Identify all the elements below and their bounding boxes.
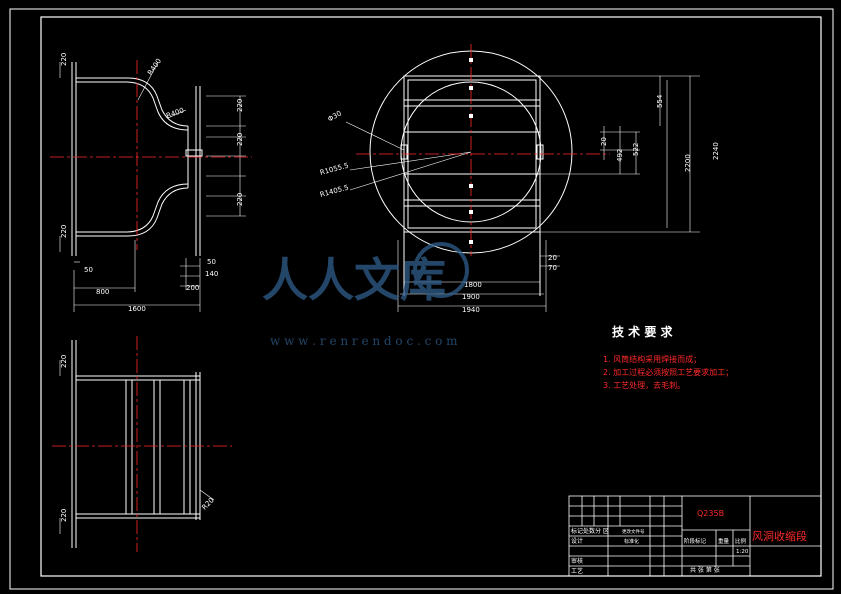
stage-label: 阶段标记 [684, 537, 707, 545]
tech-item-3: 3. 工艺处理，去毛刺。 [603, 380, 685, 390]
side-view-center-dots [469, 58, 473, 244]
title-row-2: 设计 [571, 537, 583, 545]
weight-label: 重量 [718, 537, 730, 545]
scale-label: 比例 [735, 537, 747, 545]
dim-1900: 1900 [462, 293, 480, 301]
title-block [568, 495, 822, 577]
dim-top-view-top: 220 [60, 355, 68, 368]
dim-1800: 1800 [464, 281, 482, 289]
watermark-url: w w w . r e n r e n d o c . c o m [270, 334, 458, 348]
material: Q235B [697, 509, 724, 518]
sheets: 共 张 第 张 [690, 566, 720, 574]
top-view-centerlines [52, 336, 232, 552]
dim-r1405: R1405.5 [319, 184, 349, 199]
dim-70: 70 [548, 264, 557, 272]
watermark: 人人文库 w w w . r e n r e n d o c . c o m [262, 242, 469, 348]
scale-value: 1:20 [736, 549, 749, 555]
dim-radius-mid: R400 [165, 106, 185, 120]
dim-1940: 1940 [462, 306, 480, 314]
part-name: 风洞收缩段 [752, 529, 807, 543]
dim-20: 20 [600, 137, 608, 146]
tech-item-2: 2. 加工过程必须按照工艺要求加工； [603, 367, 733, 377]
dim-554: 554 [656, 94, 664, 108]
dim-50b: 50 [207, 258, 216, 266]
dim-2200: 2200 [684, 154, 692, 172]
dim-top-view-bottom: 220 [60, 509, 68, 522]
outer-frame [9, 8, 834, 590]
front-view-dims: 220 220 R400 R400 220 220 220 50 50 140 … [60, 53, 244, 313]
mark-a: 更改文件号 [622, 528, 645, 535]
dim-140: 140 [205, 270, 218, 278]
title-row-3: 审核 [571, 557, 583, 565]
dim-phi30: Φ30 [327, 109, 343, 123]
tech-title: 技 术 要 求 [612, 324, 674, 339]
watermark-brand: 人人文库 [262, 253, 446, 307]
dim-r1055: R1055.5 [319, 162, 349, 177]
dim-radius-top: R400 [146, 57, 163, 77]
dim-right-3: 220 [236, 193, 244, 206]
title-block-text: Q235B 风洞收缩段 标记处数分 区 设计 审核 工艺 更改文件号 标准化 阶… [571, 509, 807, 575]
dim-20b: 20 [548, 254, 557, 262]
side-view-centerlines [356, 44, 610, 256]
tech-requirements: 技 术 要 求 1. 风筒结构采用焊接而成； 2. 加工过程必须按照工艺要求加工… [603, 324, 733, 390]
dim-top-view-r: R20 [200, 496, 215, 511]
tech-item-1: 1. 风筒结构采用焊接而成； [603, 354, 701, 364]
dim-right-2: 220 [236, 133, 244, 146]
inner-frame [40, 16, 822, 577]
designer: 标准化 [624, 538, 639, 545]
dim-800: 800 [96, 288, 109, 296]
front-view-centerlines [50, 60, 252, 250]
dim-200: 200 [186, 284, 199, 292]
top-view [59, 340, 215, 548]
dim-bottom-flange: 220 [60, 225, 68, 238]
dim-top-flange: 220 [60, 53, 68, 66]
dim-2240: 2240 [712, 142, 720, 160]
dim-522: 522 [632, 143, 640, 156]
watermark-logo-ring [413, 242, 469, 298]
title-row-4: 工艺 [571, 567, 583, 575]
dim-right-1: 220 [236, 99, 244, 112]
dim-492: 492 [616, 149, 624, 162]
title-row-1: 标记处数分 区 [571, 527, 609, 535]
dim-50a: 50 [84, 266, 93, 274]
dim-1600: 1600 [128, 305, 146, 313]
